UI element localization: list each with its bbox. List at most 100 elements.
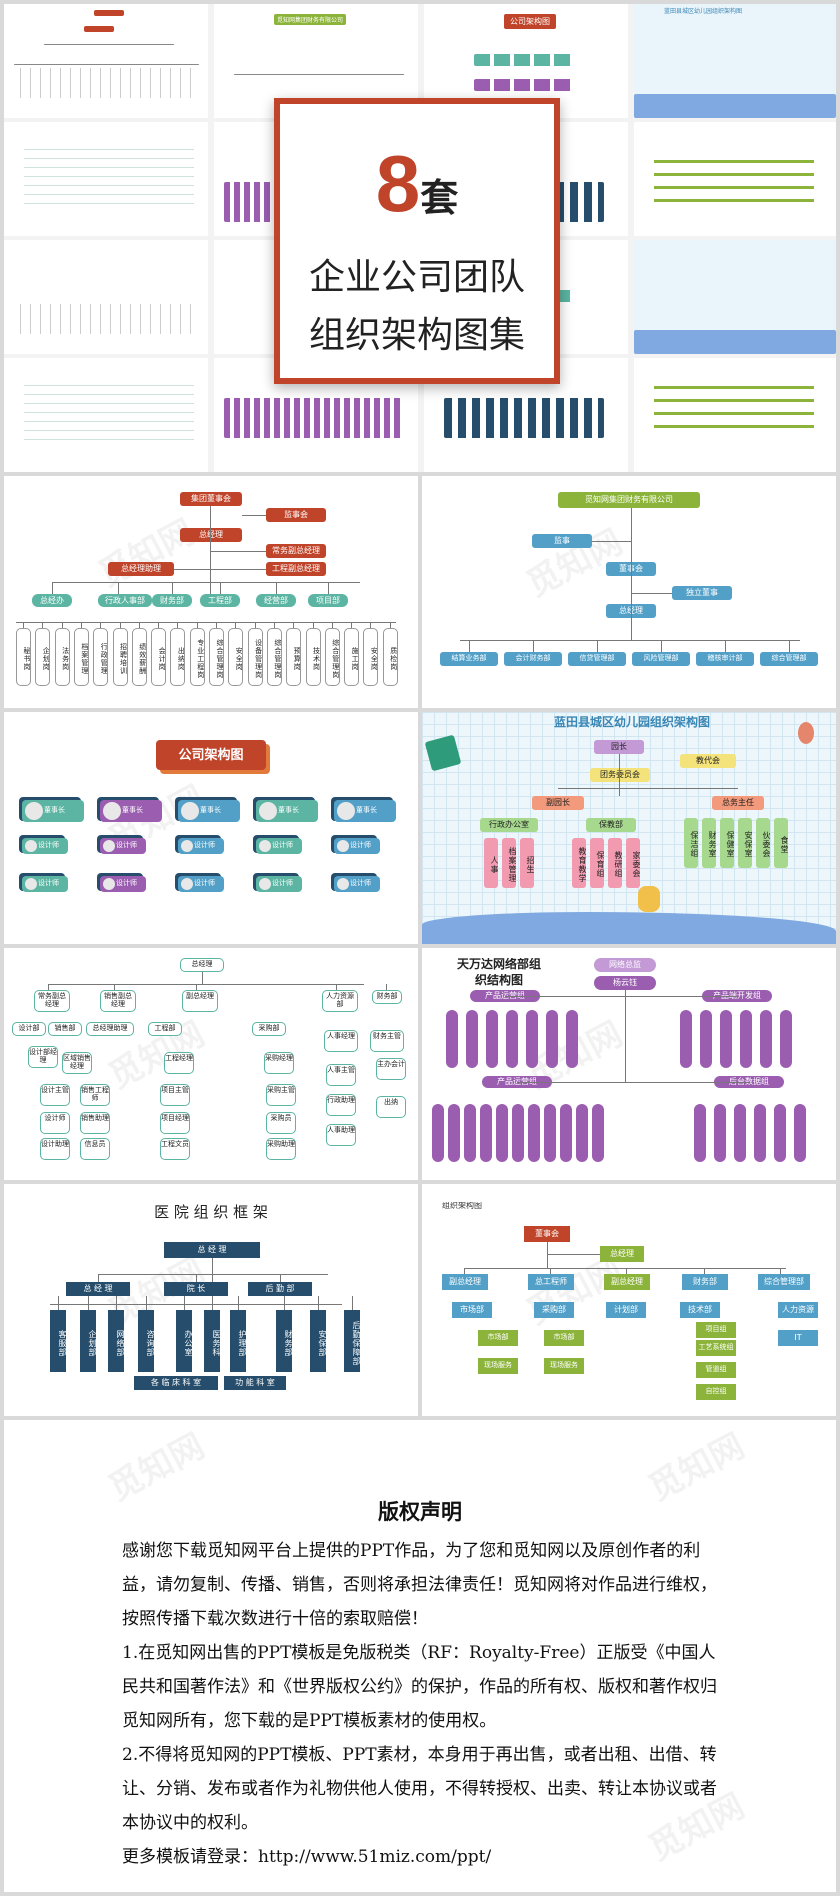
chart2-dept: 综合管理部 [760, 652, 818, 666]
connector-line [196, 1274, 197, 1282]
connector-line [626, 1268, 627, 1274]
connector-line [58, 1296, 59, 1310]
chart1-dept: 工程部 [200, 594, 240, 607]
connector-line [88, 1296, 89, 1310]
avatar-icon [259, 840, 271, 852]
balloon-icon [798, 722, 814, 744]
chart3-title: 公司架构图 [156, 740, 266, 770]
chart3-card: 设计师 [22, 838, 68, 854]
connector-line [238, 1296, 239, 1310]
chart5-l3: 设计部经理 [28, 1046, 58, 1068]
chart2-dept: 结算业务部 [440, 652, 498, 666]
chart3-card: 董事长 [256, 800, 318, 822]
chart5-l2: 总经理助理 [86, 1022, 134, 1036]
chart6-leaf [734, 1104, 746, 1162]
chart4-title: 蓝田县城区幼儿园组织架构图 [553, 716, 710, 729]
chart7-bottom: 功 能 科 室 [224, 1376, 286, 1390]
copyright-p1: 感谢您下载觅知网平台上提供的PPT作品，为了您和觅知网以及原创作者的利益，请勿复… [122, 1541, 717, 1629]
chart3-role: 设计师 [194, 879, 215, 887]
connector-line [386, 984, 387, 990]
avatar-icon [337, 802, 355, 820]
cover-line1: 企业公司团队 [308, 257, 525, 298]
chart8-l3: 项目组 [696, 1322, 736, 1338]
chart2-panel: 觅知网 觅知网集团财务有限公司 监事 董事会 独立董事 总经理 结算业务部会计财… [422, 476, 836, 708]
chart1-leaf: 综合管理岗 [209, 628, 224, 686]
chart1-leaf: 企划岗 [35, 628, 51, 686]
chart8-board: 董事会 [524, 1226, 570, 1242]
connector-line [61, 622, 63, 628]
chart5-l2: 销售部 [48, 1022, 82, 1036]
copyright-p3: 2.不得将觅知网的PPT模板、PPT素材，本身用于再出售，或者出租、出借、转让、… [122, 1745, 717, 1833]
connector-line [177, 622, 179, 628]
chart2-independent: 独立董事 [672, 586, 732, 600]
chart3-panel: 觅知网 公司架构图 董事长设计师设计师董事长设计师设计师董事长设计师设计师董事长… [4, 712, 418, 944]
connector-line [725, 640, 726, 652]
chart3-role: 设计师 [116, 879, 137, 887]
chart8-l2: 技术部 [680, 1302, 720, 1318]
copyright-p4[interactable]: 更多模板请登录：http://www.51miz.com/ppt/ [122, 1847, 492, 1867]
chart5-l2: 设计部 [12, 1022, 46, 1036]
chart1-leaf: 安全岗 [228, 628, 244, 686]
chart3-role: 设计师 [194, 841, 215, 849]
chart5-l4: 项目主管 [160, 1084, 190, 1106]
chart8-l3: 市场部 [478, 1330, 518, 1346]
chart4-leaf: 安保室 [738, 818, 752, 868]
cover-number: 8 [375, 139, 421, 228]
chart7-panel: 觅知网 医 院 组 织 框 架 总 经 理 总 经 理院 长后 勤 部客服部企划… [4, 1184, 418, 1416]
avatar-icon [181, 802, 199, 820]
chart1-dept: 总经办 [32, 594, 72, 607]
chart1-leaf: 出纳岗 [170, 628, 186, 686]
chart8-l1: 财务部 [682, 1274, 728, 1290]
chart1-dept: 经营部 [256, 594, 296, 607]
chart4-leaf: 保育组 [590, 838, 604, 888]
connector-line [184, 1296, 185, 1310]
chart1-supervisor: 监事会 [266, 508, 326, 522]
chart5-l1: 常务副总经理 [34, 990, 70, 1012]
chart4-director: 总务主任 [712, 796, 764, 810]
chart6-leaf [560, 1104, 572, 1162]
chart6-g2: 产品端开发组 [702, 990, 772, 1002]
chart5-l4: 人事助理 [326, 1124, 356, 1146]
chart5-l2: 采购部 [252, 1022, 286, 1036]
chart7-leaf: 客服部 [50, 1310, 66, 1372]
chart7-l1: 总 经 理 [66, 1282, 130, 1296]
chart3-role: 设计师 [38, 841, 59, 849]
chart6-panel: 觅知网 天万达网络部组 织结构图 网络总监 杨云钰 产品运营组 产品端开发组 产… [422, 948, 836, 1180]
chart1-top: 集团董事会 [180, 492, 242, 506]
chart6-leaf [774, 1104, 786, 1162]
chart6-leaf [512, 1104, 524, 1162]
connector-line [172, 582, 173, 594]
chart1-deputy1: 常务副总经理 [266, 544, 326, 558]
chart6-leaf [566, 1010, 578, 1068]
thumb-5 [4, 122, 208, 236]
chart7-top: 总 经 理 [164, 1242, 260, 1258]
chart8-l2: 人力资源 [778, 1302, 818, 1318]
chart6-leaf [592, 1104, 604, 1162]
chart6-leaf [448, 1104, 460, 1162]
chart4-committee: 团务委员会 [590, 768, 650, 782]
chart2-dept: 稽核审计部 [696, 652, 754, 666]
chart7-l1: 院 长 [164, 1282, 228, 1296]
connector-line [196, 984, 197, 990]
chart3-role: 董事长 [356, 806, 377, 814]
chart6-leaf [740, 1010, 752, 1068]
avatar-icon [25, 878, 37, 890]
chart6-leaf [528, 1104, 540, 1162]
chart5-top: 总经理 [180, 958, 224, 972]
chart4-leaf: 食堂 [774, 818, 788, 868]
chart5-l4: 出纳 [376, 1096, 406, 1118]
chart3-role: 董事长 [44, 806, 65, 814]
chart1-assistant: 总经理助理 [108, 562, 174, 576]
chart1-dept: 项目部 [308, 594, 348, 607]
chart5-l4: 采购助理 [266, 1138, 296, 1160]
chart1-panel: 觅知网 集团董事会 监事会 总经理 常务副总经理 工程副总经理 总经理助理 总经… [4, 476, 418, 708]
chart5-l3: 人事主管 [326, 1064, 356, 1086]
chart6-title2: 织结构图 [474, 974, 523, 987]
avatar-icon [337, 878, 349, 890]
chart6-leaf [464, 1104, 476, 1162]
chart7-leaf: 网络部 [108, 1310, 124, 1372]
chart1-dept: 行政人事部 [98, 594, 152, 607]
copyright-panel: 觅知网 觅知网 觅知网 版权声明 感谢您下载觅知网平台上提供的PPT作品，为了您… [4, 1420, 836, 1892]
chart1-leaf: 预算岗 [286, 628, 302, 686]
chart3-role: 设计师 [272, 841, 293, 849]
